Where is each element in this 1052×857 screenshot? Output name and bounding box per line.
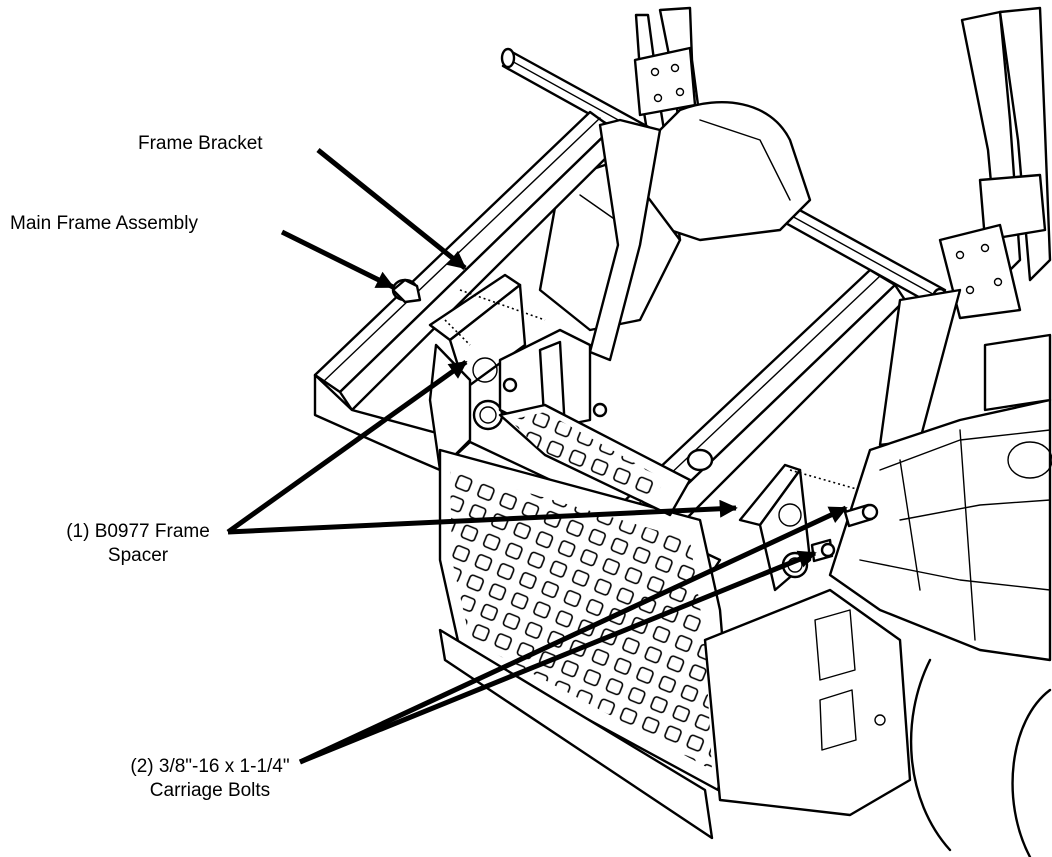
frame-spacer-label: (1) B0977 Frame Spacer bbox=[38, 520, 238, 568]
main-frame-assembly-arrow bbox=[280, 229, 395, 290]
carriage-bolts-label-line1: (2) 3/8"-16 x 1-1/4" bbox=[130, 756, 290, 777]
right-fender bbox=[828, 333, 1052, 857]
frame-spacer-arrow-left bbox=[226, 359, 468, 535]
main-frame-assembly-label: Main Frame Assembly bbox=[10, 213, 198, 234]
carriage-bolts-label-line2: Carriage Bolts bbox=[149, 780, 271, 801]
frame-spacer-label-line2: Spacer bbox=[107, 545, 169, 566]
carriage-bolt-arrow-lower bbox=[299, 550, 817, 765]
rear-frame-uprights bbox=[633, 6, 1052, 320]
frame-bracket-label: Frame Bracket bbox=[138, 133, 263, 154]
carriage-bolts bbox=[810, 503, 879, 563]
front-deck-plate bbox=[438, 403, 912, 840]
leader-arrows bbox=[226, 148, 848, 765]
carriage-bolt-arrow-upper bbox=[298, 505, 848, 765]
frame-spacer-arrow-right bbox=[227, 499, 738, 535]
frame-spacer-label-line1: (1) B0977 Frame bbox=[66, 521, 210, 542]
frame-bracket-arrow bbox=[316, 148, 467, 270]
carriage-bolts-label: (2) 3/8"-16 x 1-1/4" Carriage Bolts bbox=[110, 755, 310, 803]
